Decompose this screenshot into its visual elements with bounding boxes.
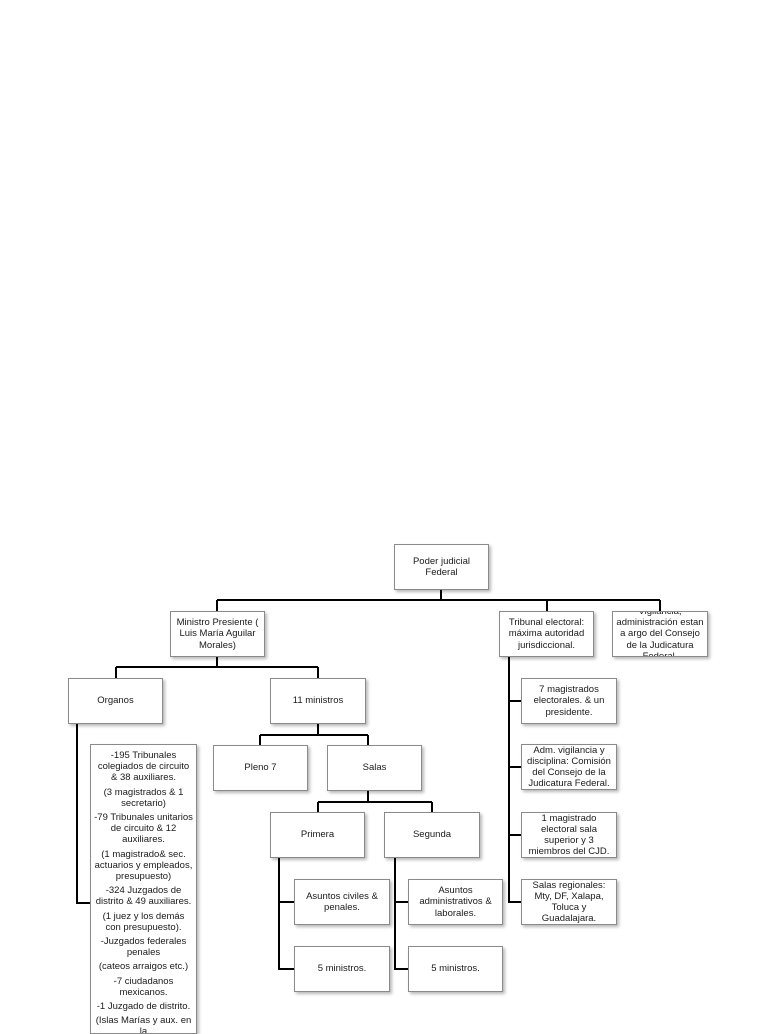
node-label: Organos [97, 695, 134, 707]
organos-list-item: -1 Juzgado de distrito. [96, 1001, 191, 1013]
node-label: Pleno 7 [244, 762, 277, 774]
node-primera: Primera [270, 812, 365, 858]
organos-list-item: -79 Tribunales unitarios de circuito & 1… [94, 812, 193, 846]
node-segunda: Segunda [384, 812, 480, 858]
node-label: 11 ministros [292, 695, 344, 707]
node-label: Primera [300, 829, 335, 841]
organos-list-item: (Islas Marías y aux. en la [95, 1015, 192, 1034]
node-pleno: Pleno 7 [213, 745, 308, 791]
node-ministro-presidente: Ministro Presiente ( Luis María Aguilar … [170, 611, 265, 657]
node-label: Tribunal electoral: máxima autoridad jur… [508, 617, 585, 651]
node-vigilancia: Vigilancia, administración estan a argo … [612, 611, 708, 657]
organos-list-item: -195 Tribunales colegiados de circuito &… [97, 750, 190, 784]
node-label: 7 magistrados electorales. & un presiden… [533, 684, 605, 718]
node-salas: Salas [327, 745, 422, 791]
node-label: Asuntos administrativos & laborales. [419, 885, 492, 919]
node-label: Vigilancia, administración estan a argo … [616, 611, 704, 657]
organos-list-item: -324 Juzgados de distrito & 49 auxiliare… [95, 885, 192, 908]
node-poder-judicial-federal: Poder judicial Federal [394, 544, 489, 590]
node-label: Poder judicial Federal [412, 555, 471, 578]
organos-list-item: -Juzgados federales penales [100, 936, 187, 959]
node-organos-list: -195 Tribunales colegiados de circuito &… [90, 744, 197, 1034]
node-label: 5 ministros. [431, 963, 480, 975]
node-tribunal-electoral: Tribunal electoral: máxima autoridad jur… [499, 611, 594, 657]
node-asuntos-administrativos: Asuntos administrativos & laborales. [408, 879, 503, 925]
node-organos: Organos [68, 678, 163, 724]
node-te-salas-regionales: Salas regionales: Mty, DF, Xalapa, Toluc… [521, 879, 617, 925]
node-label: 1 magistrado electoral sala superior y 3… [528, 812, 610, 858]
node-label: Adm. vigilancia y disciplina: Comisión d… [527, 744, 611, 790]
node-label: 5 ministros. [317, 963, 367, 975]
node-te-sala-superior: 1 magistrado electoral sala superior y 3… [521, 812, 617, 858]
node-asuntos-civiles: Asuntos civiles & penales. [294, 879, 390, 925]
organos-list-item: (3 magistrados & 1 secretario) [103, 786, 184, 809]
organos-list-item: -7 ciudadanos mexicanos. [113, 975, 174, 998]
node-label: Salas regionales: Mty, DF, Xalapa, Toluc… [532, 879, 606, 925]
node-11-ministros: 11 ministros [270, 678, 366, 724]
node-te-administracion: Adm. vigilancia y disciplina: Comisión d… [521, 744, 617, 790]
node-cinco-ministros-segunda: 5 ministros. [408, 946, 503, 992]
node-label: Salas [362, 762, 387, 774]
node-label: Ministro Presiente ( Luis María Aguilar … [176, 617, 259, 651]
organos-list-item: (1 magistrado& sec. actuarios y empleado… [94, 848, 193, 883]
node-label: Asuntos civiles & penales. [306, 890, 378, 913]
organos-list-item: (cateos arraigos etc.) [98, 961, 189, 973]
node-label: Segunda [412, 829, 452, 841]
organos-list-item: (1 juez y los demás con presupuesto). [102, 910, 185, 933]
node-te-magistrados: 7 magistrados electorales. & un presiden… [521, 678, 617, 724]
node-cinco-ministros-primera: 5 ministros. [294, 946, 390, 992]
